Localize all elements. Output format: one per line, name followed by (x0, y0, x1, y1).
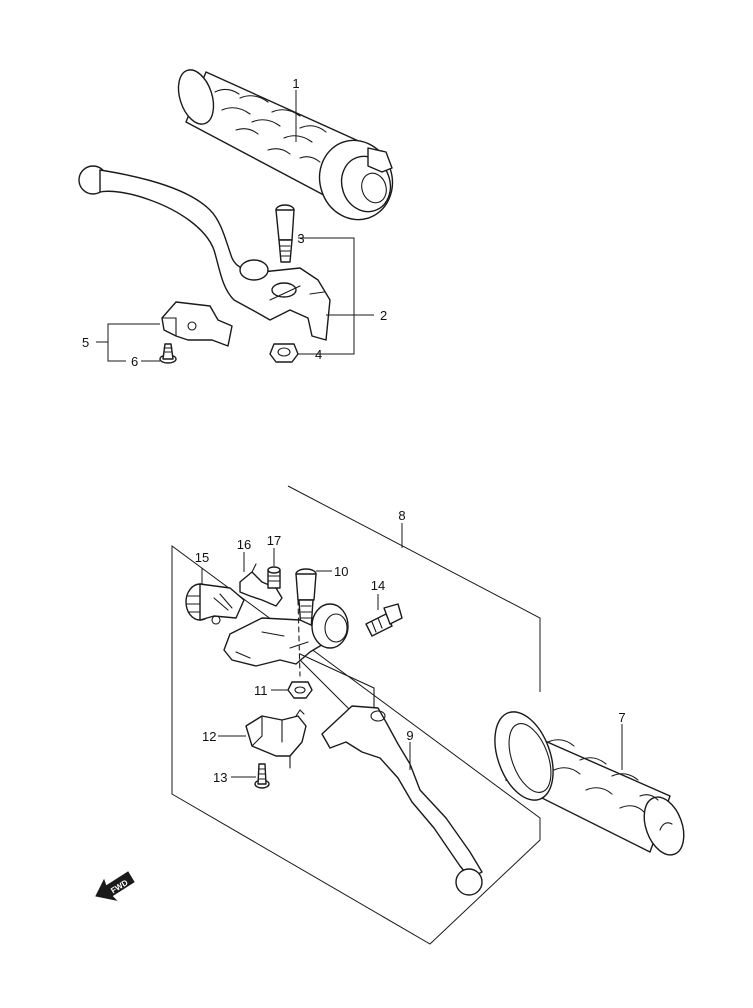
callout-4: 4 (315, 347, 322, 362)
callout-16: 16 (237, 537, 251, 552)
clutch-lever (78, 165, 331, 341)
callout-13: 13 (213, 770, 227, 785)
callout-1: 1 (292, 76, 299, 91)
fwd-arrow-icon: FWD (95, 871, 135, 901)
callout-8: 8 (398, 508, 405, 523)
callout-2: 2 (380, 308, 387, 323)
mounting-bolt (365, 603, 403, 637)
callout-11: 11 (254, 683, 268, 698)
handlebar-grip (494, 711, 685, 856)
adjuster-knob (185, 583, 245, 625)
brake-switch (245, 709, 307, 769)
brake-lever (321, 705, 483, 896)
throttle-grip (177, 69, 394, 221)
master-cylinder-body (223, 603, 349, 667)
callout-9: 9 (406, 728, 413, 743)
small-bolt (267, 566, 281, 589)
brake-nut (287, 681, 313, 699)
brake-switch-screw (254, 763, 270, 789)
callout-10: 10 (334, 564, 348, 579)
spring-plate (239, 563, 283, 607)
callout-14: 14 (371, 578, 385, 593)
screw (159, 343, 177, 364)
nut (269, 343, 299, 363)
callout-3: 3 (297, 231, 304, 246)
callout-6: 6 (131, 354, 138, 369)
callout-12: 12 (202, 729, 216, 744)
clutch-switch (161, 301, 233, 347)
callout-17: 17 (267, 533, 281, 548)
callout-5: 5 (82, 335, 89, 350)
pivot-bolt (275, 204, 295, 263)
callout-7: 7 (618, 710, 625, 725)
callout-15: 15 (195, 550, 209, 565)
